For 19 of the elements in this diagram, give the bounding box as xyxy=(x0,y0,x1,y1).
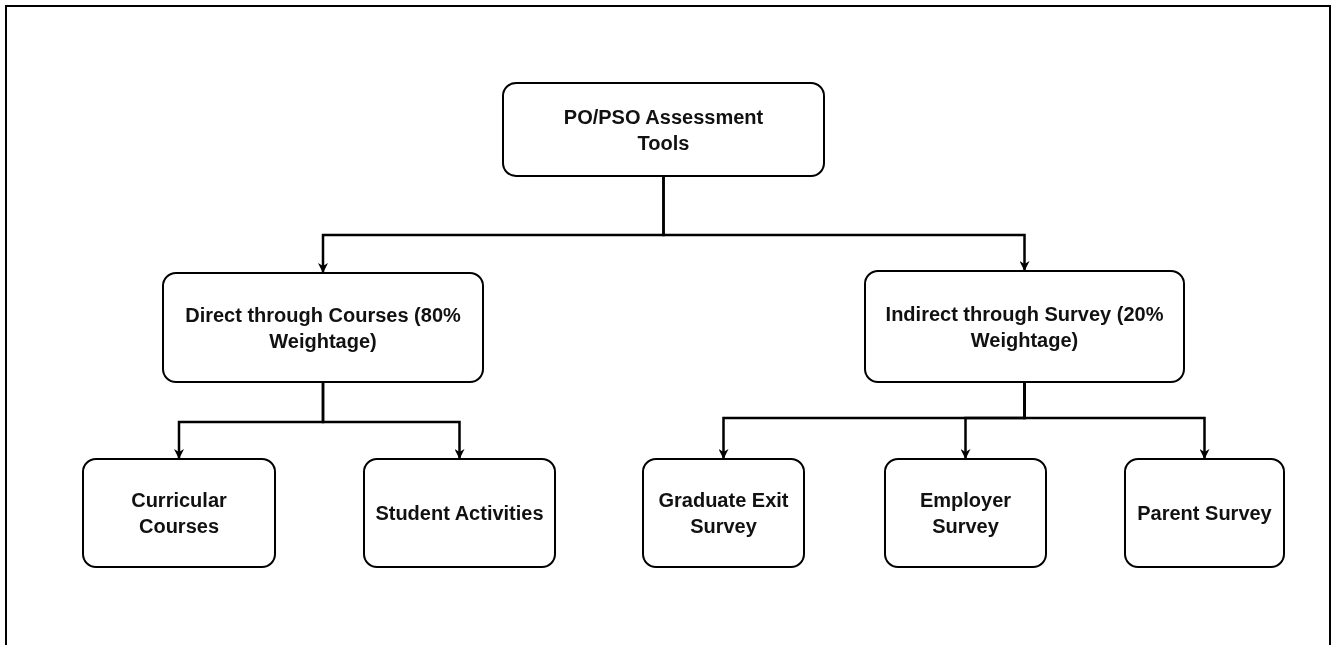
box-label: Curricular Courses xyxy=(130,488,228,539)
box-label: Indirect through Survey (20% Weightage) xyxy=(884,301,1165,353)
box-label: Student Activities xyxy=(375,501,544,526)
rounded-box xyxy=(502,82,825,177)
box-label: Parent Survey xyxy=(1137,501,1272,526)
rounded-box xyxy=(884,458,1047,568)
connector-arrow xyxy=(1023,383,1210,459)
box-label: Graduate Exit Survey xyxy=(657,488,790,539)
rounded-box xyxy=(162,272,484,383)
box-label: Employer Survey xyxy=(918,488,1013,539)
connector-arrow xyxy=(662,177,1030,271)
box-label: PO/PSO Assessment Tools xyxy=(562,104,765,156)
rounded-box xyxy=(1124,458,1285,568)
rounded-box xyxy=(864,270,1185,383)
connector-arrow xyxy=(321,383,465,459)
box-label: Direct through Courses (80% Weightage) xyxy=(184,302,462,354)
rounded-box xyxy=(642,458,805,568)
rounded-box xyxy=(363,458,556,568)
rounded-box xyxy=(82,458,276,568)
